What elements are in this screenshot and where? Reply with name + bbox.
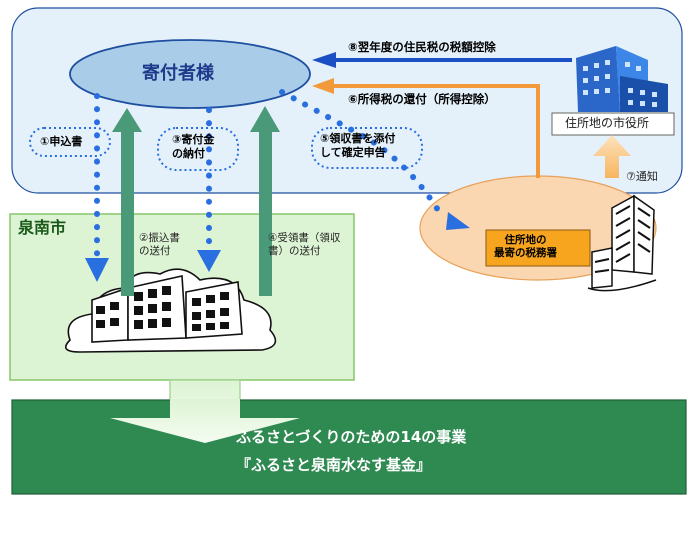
city-office-building-icon bbox=[64, 268, 277, 353]
step-3-pill bbox=[157, 127, 239, 171]
fund-line-2: 『ふるさと泉南水なす基金』 bbox=[236, 456, 432, 474]
orange-arrow-income-tax-refund bbox=[312, 78, 540, 178]
step-2-label: ②振込書 の送付 bbox=[139, 232, 180, 258]
step-1-label: ①申込書 bbox=[40, 135, 83, 148]
city-hall-label: 住所地の市役所 bbox=[565, 116, 650, 130]
dotted-arrow-payment bbox=[197, 107, 221, 272]
notification-arrow bbox=[593, 135, 631, 178]
step-7-label: ⑦通知 bbox=[626, 170, 658, 183]
fund-flow-arrow-tip bbox=[110, 399, 300, 443]
tax-office-label: 住所地の 最寄の税務署 bbox=[494, 234, 557, 260]
city-label: 泉南市 bbox=[18, 218, 67, 237]
step-3-label: ③寄付金 の納付 bbox=[172, 133, 215, 160]
blue-arrow-resident-tax-credit bbox=[312, 52, 572, 68]
donor-ellipse bbox=[69, 39, 311, 109]
city-hall-label-box bbox=[551, 112, 675, 136]
step-4-label: ④受領書（領収 書）の送付 bbox=[268, 232, 341, 258]
step-5-pill bbox=[311, 127, 423, 169]
step-1-pill bbox=[29, 127, 111, 157]
fund-line-1: ふるさとづくりのための14の事業 bbox=[236, 428, 467, 446]
step-5-label: ⑤領収書を添付 して確定申告 bbox=[320, 132, 396, 159]
step-6-label: ⑥所得税の還付（所得控除） bbox=[348, 92, 496, 106]
tax-office-label-box bbox=[485, 229, 591, 267]
green-arrow-receipt bbox=[250, 106, 280, 296]
fund-bar bbox=[11, 399, 687, 495]
tax-office-building-icon bbox=[587, 194, 657, 292]
dotted-arrow-tax-return bbox=[279, 89, 470, 230]
step-8-label: ⑧翌年度の住民税の税額控除 bbox=[348, 40, 496, 54]
green-arrow-transfer-slip bbox=[112, 108, 142, 296]
dotted-arrow-application bbox=[85, 93, 109, 282]
donor-label: 寄付者様 bbox=[142, 63, 214, 84]
city-hall-building-icon bbox=[576, 46, 668, 112]
